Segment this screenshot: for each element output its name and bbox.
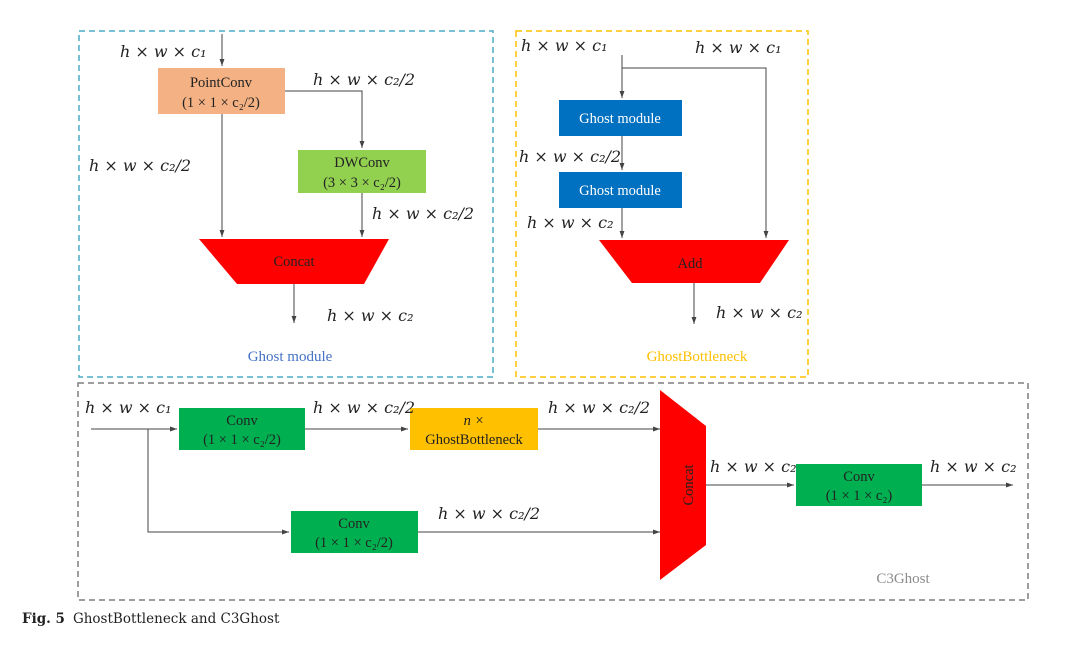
c3-conv-2-box (291, 511, 418, 553)
c3ghost-border (77, 382, 1029, 601)
gb-label-input: h × w × c₁ (521, 36, 608, 55)
ghost-module-block-1 (559, 100, 682, 136)
ghost-module-block-1-label: Ghost module (579, 111, 661, 127)
figure-caption-prefix: Fig. 5 (22, 611, 65, 627)
c3-conv-2-shape: (1 × 1 × c₂/2) (315, 535, 393, 551)
pointconv-box (158, 68, 285, 114)
c3-conv-3-shape: (1 × 1 × c₂) (826, 488, 893, 504)
edge-c3-branch (147, 429, 289, 535)
gm-concat-block (199, 239, 389, 284)
c3-concat-block (660, 390, 706, 580)
gm-label-identity: h × w × c₂/2 (89, 156, 191, 175)
ghost-module-panel: PointConv (1 × 1 × c₂/2) DWConv (3 × 3 ×… (78, 30, 494, 378)
gb-label-output: h × w × c₂ (716, 303, 803, 322)
ghost-module-title: Ghost module (248, 349, 333, 365)
pointconv-name: PointConv (190, 75, 253, 91)
c3-bottleneck-count: n × (464, 413, 485, 429)
c3-label-concat-out: h × w × c₂ (710, 457, 797, 476)
c3-bottleneck-box (410, 408, 538, 450)
gm-label-dwconv-out: h × w × c₂/2 (372, 204, 474, 223)
c3-conv-3-box (796, 464, 922, 506)
gm-label-pointconv-out: h × w × c₂/2 (313, 70, 415, 89)
gb-label-between: h × w × c₂/2 (519, 147, 621, 166)
figure-caption: Fig. 5 GhostBottleneck and C3Ghost (22, 611, 279, 627)
dwconv-shape: (3 × 3 × c₂/2) (323, 175, 401, 191)
figure-caption-text: GhostBottleneck and C3Ghost (72, 611, 280, 627)
edge-gm-to-dwconv (285, 90, 365, 148)
gb-add-label: Add (678, 256, 704, 272)
c3-label-input: h × w × c₁ (85, 398, 172, 417)
ghost-bottleneck-panel: Ghost module Ghost module Add h × w × c₁… (515, 30, 809, 378)
ghost-bottleneck-border (515, 30, 809, 378)
c3-label-bottleneck-out: h × w × c₂/2 (548, 398, 650, 417)
c3-label-output: h × w × c₂ (930, 457, 1017, 476)
c3-conv-1-shape: (1 × 1 × c₂/2) (203, 432, 281, 448)
c3-conv-3-name: Conv (843, 469, 875, 485)
dwconv-name: DWConv (334, 155, 390, 171)
c3-conv-1-name: Conv (226, 413, 258, 429)
c3-label-conv2-out: h × w × c₂/2 (438, 504, 540, 523)
pointconv-shape: (1 × 1 × c₂/2) (182, 95, 260, 111)
gm-label-input: h × w × c₁ (120, 42, 207, 61)
gb-add-block (599, 240, 789, 283)
c3-label-conv1-out: h × w × c₂/2 (313, 398, 415, 417)
dwconv-box (298, 150, 426, 193)
c3-conv-2-name: Conv (338, 516, 370, 532)
c3-conv-1-box (179, 408, 305, 450)
c3-concat-label: Concat (681, 464, 697, 505)
ghost-module-block-2 (559, 172, 682, 208)
c3ghost-panel: Conv (1 × 1 × c₂/2) n × GhostBottleneck … (77, 382, 1029, 601)
ghost-bottleneck-title: GhostBottleneck (647, 349, 748, 365)
c3-bottleneck-name: GhostBottleneck (425, 432, 523, 448)
gm-label-output: h × w × c₂ (327, 306, 414, 325)
c3ghost-title: C3Ghost (876, 571, 930, 587)
gb-label-module-out: h × w × c₂ (527, 213, 614, 232)
gb-label-shortcut: h × w × c₁ (695, 38, 782, 57)
ghost-module-block-2-label: Ghost module (579, 183, 661, 199)
gm-concat-label: Concat (273, 254, 314, 270)
edge-gb-shortcut (622, 67, 769, 238)
